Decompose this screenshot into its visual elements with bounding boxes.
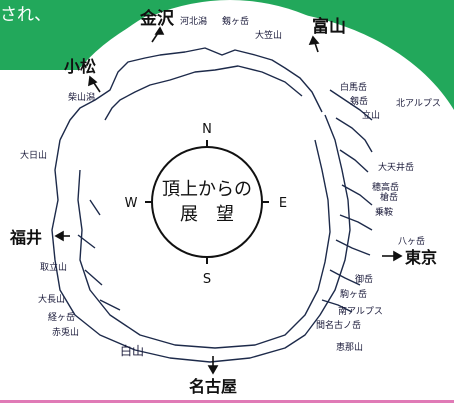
label-otenjo: 大天井岳 bbox=[378, 161, 414, 173]
direction-arrows bbox=[54, 26, 403, 375]
label-toritate: 取立山 bbox=[40, 261, 67, 273]
label-tokyo: 東京 bbox=[405, 248, 437, 267]
label-norikura: 乗鞍 bbox=[375, 206, 393, 218]
compass-west: W bbox=[125, 196, 138, 211]
label-kawakita: 河北潟 bbox=[180, 15, 207, 27]
ridge-lines bbox=[51, 47, 373, 363]
label-dainichi: 大日山 bbox=[20, 149, 47, 161]
label-kanazawa: 金沢 bbox=[139, 8, 175, 29]
green-banner bbox=[0, 0, 454, 110]
label-yatsugatake: 八ヶ岳 bbox=[398, 235, 425, 247]
label-tateyama: 立山 bbox=[362, 109, 380, 121]
compass-south: S bbox=[203, 272, 211, 287]
bottom-rule bbox=[0, 400, 454, 403]
label-toyama: 富山 bbox=[312, 16, 346, 37]
label-oonaga: 大長山 bbox=[38, 293, 65, 305]
compass-center-line1: 頂上からの bbox=[162, 179, 252, 200]
label-kita-alps: 北アルプス bbox=[396, 98, 441, 109]
label-shibayama: 柴山潟 bbox=[68, 91, 95, 103]
label-kyogatake: 経ヶ岳 bbox=[48, 311, 75, 323]
compass-center-line2: 展 望 bbox=[180, 204, 234, 225]
compass-east: E bbox=[279, 196, 287, 211]
label-shirouma: 白馬岳 bbox=[340, 81, 367, 93]
label-komagatake: 駒ヶ岳 bbox=[340, 288, 367, 300]
compass-north: N bbox=[202, 122, 212, 137]
compass-circle bbox=[151, 146, 263, 258]
label-nagoya: 名古屋 bbox=[189, 377, 237, 396]
label-okasa: 大笠山 bbox=[255, 29, 282, 41]
label-minami-alps: 南アルプス bbox=[338, 305, 383, 317]
label-tsurugidake: 剱岳 bbox=[350, 95, 368, 107]
label-fukui: 福井 bbox=[9, 228, 42, 247]
label-yari: 槍岳 bbox=[380, 191, 398, 203]
label-kiso-koma: 間名古ノ岳 bbox=[316, 319, 361, 331]
label-hotaka: 穂高岳 bbox=[372, 181, 399, 193]
label-ena: 恵那山 bbox=[336, 341, 363, 353]
label-komatsu: 小松 bbox=[64, 57, 96, 76]
banner-caption: され、 bbox=[0, 5, 52, 25]
label-akamiyama: 赤兎山 bbox=[52, 327, 79, 338]
label-ontake: 御岳 bbox=[355, 273, 373, 285]
label-hakusan: 白山 bbox=[120, 343, 144, 358]
label-tsurugi: 剱ヶ岳 bbox=[222, 15, 249, 27]
